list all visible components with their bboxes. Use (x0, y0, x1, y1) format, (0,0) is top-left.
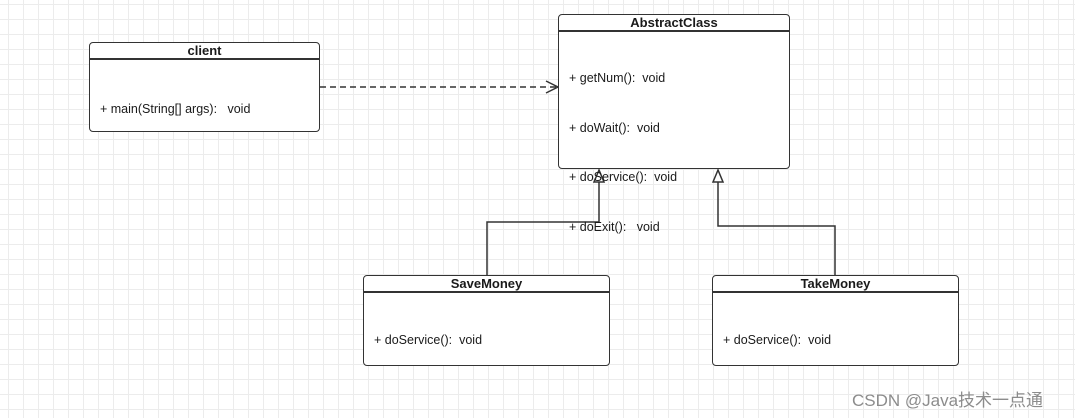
generalization-triangle-savemoney (592, 168, 606, 183)
class-attributes (364, 292, 609, 293)
class-attributes (90, 59, 319, 60)
class-attributes (713, 292, 958, 293)
class-client[interactable]: client + main(String[] args): void (89, 42, 320, 132)
method: + getNum(): void (569, 71, 666, 85)
class-savemoney[interactable]: SaveMoney + doService(): void (363, 275, 610, 366)
method: + main(String[] args): void (100, 102, 251, 116)
method: + doService(): void (569, 170, 678, 184)
class-abstractclass[interactable]: AbstractClass + getNum(): void + doWait(… (558, 14, 790, 234)
watermark: CSDN @Java技术一点通 (852, 391, 1044, 410)
class-name: TakeMoney (713, 276, 958, 292)
method: + doExit(): void (569, 219, 660, 234)
class-takemoney[interactable]: TakeMoney + doService(): void (712, 275, 959, 366)
class-methods: + getNum(): void + doWait(): void + doSe… (559, 32, 789, 274)
method: + doService(): void (374, 333, 483, 347)
generalization-triangle-takemoney (711, 168, 725, 183)
class-methods: + main(String[] args): void (90, 60, 319, 157)
method: + doWait(): void (569, 120, 660, 135)
class-methods: + doService(): void (364, 293, 609, 388)
class-name: AbstractClass (559, 15, 789, 31)
class-attributes (559, 31, 789, 32)
method: + doService(): void (723, 333, 832, 347)
class-methods: + doService(): void (713, 293, 958, 388)
generalization-line-takemoney (717, 182, 836, 275)
class-name: SaveMoney (364, 276, 609, 292)
generalization-line-savemoney (486, 182, 600, 275)
class-name: client (90, 43, 319, 59)
